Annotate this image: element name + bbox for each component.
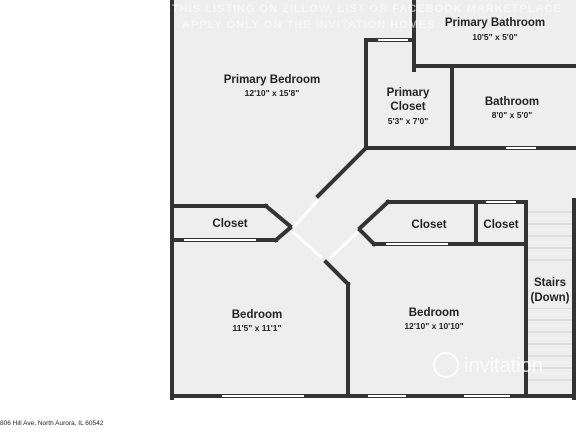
room-primary-bathroom: Primary Bathroom 10'5" x 5'0" xyxy=(445,17,545,42)
room-name: Bedroom xyxy=(409,307,459,319)
windows xyxy=(184,39,536,397)
watermark-line1: THIS LISTING ON ZILLOW, LIST OR FACEBOOK… xyxy=(172,3,562,15)
watermark-line2: APPLY ONLY ON THE INVITATION HOMES xyxy=(182,19,436,31)
address-caption: 806 Hill Ave, North Aurora, IL 60542 xyxy=(0,420,104,427)
room-dim: 12'10" x 15'8" xyxy=(245,88,300,98)
room-name: Closet xyxy=(390,101,425,113)
room-name: Stairs xyxy=(534,277,566,289)
room-dim: 5'3" x 7'0" xyxy=(388,116,428,126)
room-stairs: Stairs (Down) xyxy=(528,270,572,308)
watermark-logo-icon xyxy=(433,352,459,378)
room-closet-right: Closet xyxy=(483,219,518,231)
room-primary-bedroom: Primary Bedroom 12'10" x 15'8" xyxy=(224,74,321,98)
room-bathroom: Bathroom 8'0" x 5'0" xyxy=(485,96,539,120)
floor-area xyxy=(172,0,576,396)
room-bedroom-left: Bedroom 11'5" x 11'1" xyxy=(232,309,282,333)
watermark-logo: invitation xyxy=(464,355,543,377)
room-dim: 12'10" x 10'10" xyxy=(404,321,463,331)
room-name: Primary xyxy=(387,87,430,99)
room-primary-closet: Primary Closet 5'3" x 7'0" xyxy=(387,87,430,126)
watermark: THIS LISTING ON ZILLOW, LIST OR FACEBOOK… xyxy=(172,3,562,378)
room-name: Closet xyxy=(411,219,446,231)
room-name: Primary Bedroom xyxy=(224,74,321,86)
room-name: Bedroom xyxy=(232,309,282,321)
room-dim: 11'5" x 11'1" xyxy=(233,323,282,333)
room-name: Closet xyxy=(212,218,247,230)
room-closet-left: Closet xyxy=(212,218,247,230)
room-bedroom-right: Bedroom 12'10" x 10'10" xyxy=(404,307,463,331)
room-name: Primary Bathroom xyxy=(445,17,545,29)
room-name: Bathroom xyxy=(485,96,539,108)
room-name: Closet xyxy=(483,219,518,231)
room-name: (Down) xyxy=(531,292,570,304)
room-closet-mid: Closet xyxy=(411,219,446,231)
stairs-label-bg xyxy=(528,270,572,308)
room-dim: 8'0" x 5'0" xyxy=(492,110,532,120)
door-swings xyxy=(291,199,360,260)
room-dim: 10'5" x 5'0" xyxy=(472,32,517,42)
